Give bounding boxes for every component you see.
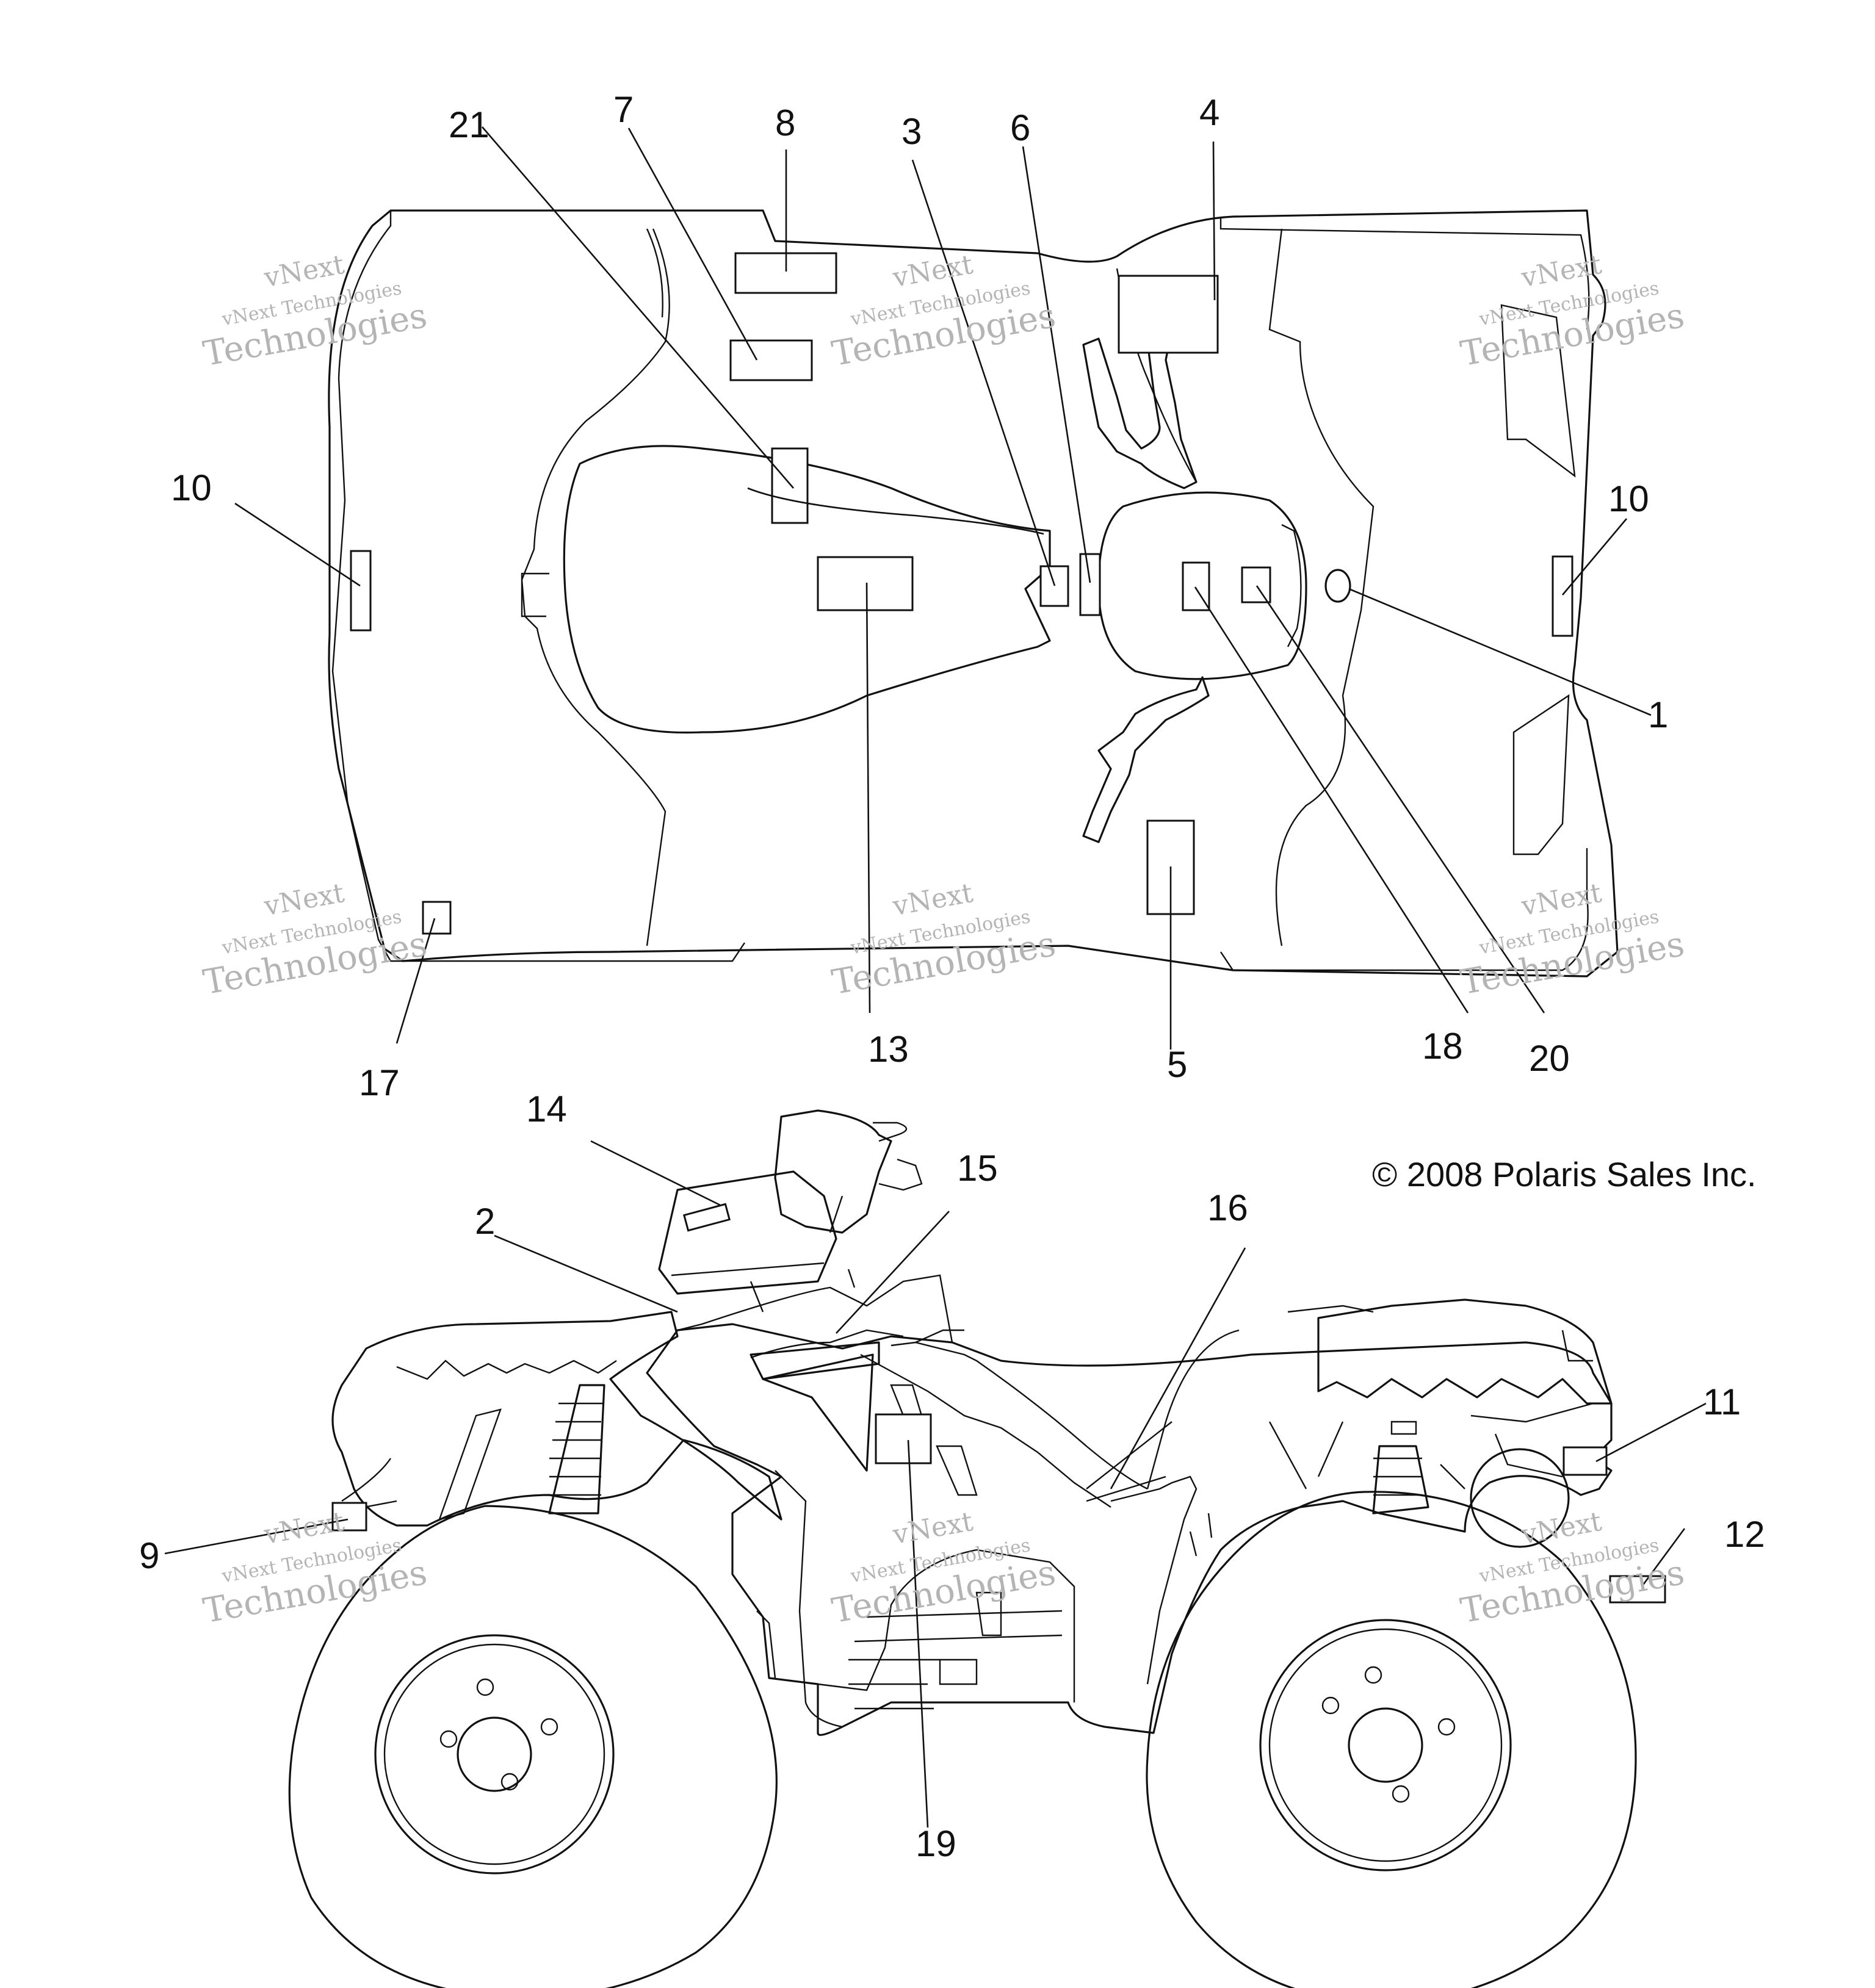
watermark: vNext vNext Technologies Technologies <box>1458 1506 1687 1631</box>
callout-2: 2 <box>475 1201 495 1242</box>
front-tire <box>1146 1491 1637 1988</box>
front-light-oval <box>1324 569 1351 603</box>
callout-17: 17 <box>359 1062 400 1103</box>
rear-tire <box>288 1505 778 1988</box>
callout-14: 14 <box>526 1089 567 1129</box>
callout-8: 8 <box>775 103 795 143</box>
front-panel-triangle <box>750 1341 880 1380</box>
callout-12: 12 <box>1724 1514 1765 1555</box>
top-rear-fender <box>328 209 1619 978</box>
callout-3: 3 <box>901 111 922 152</box>
decal-19 <box>875 1413 932 1464</box>
svg-text:vNext: vNext <box>261 877 347 922</box>
watermark: vNext vNext Technologies Technologies <box>200 1506 430 1631</box>
watermark: vNext vNext Technologies Technologies <box>200 877 430 1003</box>
svg-text:vNext: vNext <box>1519 877 1604 922</box>
callout-6: 6 <box>1010 107 1030 148</box>
callout-16: 16 <box>1207 1187 1248 1228</box>
callout-7: 7 <box>613 89 634 130</box>
top-handlebar-upper <box>1082 325 1198 489</box>
svg-text:vNext: vNext <box>261 249 347 294</box>
headlight <box>1470 1448 1570 1548</box>
svg-text:vNext: vNext <box>890 249 975 294</box>
decal-11 <box>1562 1446 1608 1476</box>
top-handlebar-lower <box>1082 676 1210 843</box>
decal-17 <box>422 901 452 935</box>
watermark: vNext vNext Technologies Technologies <box>1458 877 1687 1003</box>
callout-11: 11 <box>1703 1381 1741 1422</box>
watermark: vNext vNext Technologies Technologies <box>200 249 430 374</box>
rear-shock <box>548 1384 605 1514</box>
callout-15: 15 <box>957 1148 998 1189</box>
callout-18: 18 <box>1422 1026 1463 1067</box>
svg-text:vNext: vNext <box>1519 1506 1604 1550</box>
decal-13 <box>817 556 914 611</box>
watermark: vNext vNext Technologies Technologies <box>1458 249 1687 374</box>
callout-5: 5 <box>1167 1044 1187 1085</box>
rear-fender <box>331 1311 782 1527</box>
callout-19: 19 <box>916 1823 956 1864</box>
decal-10-rear <box>350 550 372 632</box>
side-view <box>164 1109 1707 1988</box>
decal-6 <box>1079 553 1101 616</box>
decal-8 <box>734 252 837 294</box>
watermark: vNext vNext Technologies Technologies <box>829 877 1058 1003</box>
decal-20 <box>1241 566 1271 603</box>
decal-3 <box>1039 565 1069 607</box>
svg-text:vNext: vNext <box>890 877 975 922</box>
decal-21 <box>771 447 809 524</box>
watermarks: vNext vNext Technologies Technologies vN… <box>200 249 1687 1631</box>
decal-4 <box>1118 275 1219 354</box>
callout-4: 4 <box>1199 92 1219 133</box>
svg-text:vNext: vNext <box>1519 249 1604 294</box>
svg-text:vNext: vNext <box>261 1506 347 1550</box>
watermark: vNext vNext Technologies Technologies <box>829 249 1058 374</box>
decal-7 <box>729 339 813 381</box>
svg-text:vNext: vNext <box>890 1506 975 1550</box>
decal-14 <box>682 1203 731 1232</box>
decal-9 <box>331 1502 367 1532</box>
callout-20: 20 <box>1529 1038 1570 1079</box>
callout-21: 21 <box>449 104 490 145</box>
front-shock <box>1372 1445 1429 1514</box>
top-view <box>234 126 1652 1050</box>
body-main <box>646 1323 1613 1736</box>
callout-10-rear: 10 <box>171 467 212 508</box>
front-fender <box>1317 1298 1613 1405</box>
callout-13: 13 <box>868 1029 909 1070</box>
callout-10-front: 10 <box>1608 478 1649 519</box>
copyright-text: © 2008 Polaris Sales Inc. <box>1372 1155 1757 1194</box>
decal-10-front <box>1552 555 1573 637</box>
console-box <box>658 1170 837 1295</box>
watermark: vNext vNext Technologies Technologies <box>829 1506 1058 1631</box>
callouts: 21 7 8 3 6 4 10 10 1 13 5 18 20 17 14 15… <box>139 89 1765 1864</box>
callout-1: 1 <box>1648 694 1668 735</box>
decal-12 <box>1609 1575 1666 1604</box>
callout-9: 9 <box>139 1535 159 1576</box>
